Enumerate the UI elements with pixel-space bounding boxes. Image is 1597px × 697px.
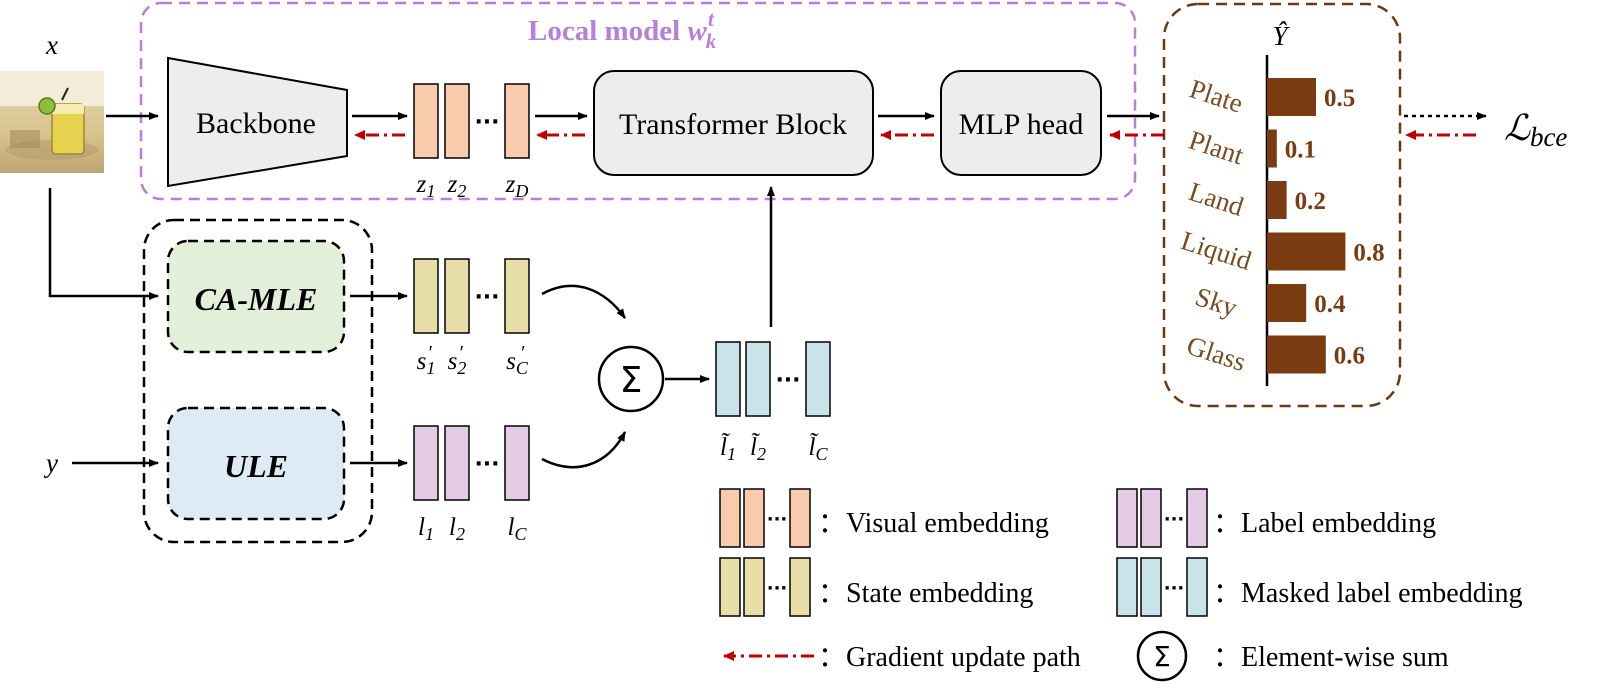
mlp-head — [940, 70, 1102, 176]
output-title: Ŷ — [1272, 21, 1290, 51]
legend-masked-swatch — [1186, 557, 1208, 617]
mlp-label: MLP head — [959, 108, 1084, 141]
lt-token-label: l̃C — [809, 433, 829, 464]
bar-value: 0.5 — [1324, 85, 1355, 112]
output-frame — [1162, 2, 1402, 408]
bar-chart: 0.5 Plate 0.1 Plant 0.2 Land 0.8 Liquid 0.4 Sky 0.… — [1177, 73, 1384, 377]
visual-token — [444, 83, 470, 159]
legend-swatches: ··· ··· ··· ··· — [719, 488, 1208, 617]
label-token — [413, 425, 439, 501]
legend-dots: ··· — [767, 509, 788, 530]
state-token — [504, 258, 530, 334]
bar-glass — [1267, 335, 1326, 374]
legend-state-swatch — [719, 557, 741, 617]
legend-visual: ：Visual embedding — [818, 508, 1049, 539]
legend-visual-swatch — [789, 488, 811, 548]
local-model-frame — [139, 1, 1137, 201]
transformer-block — [593, 70, 874, 176]
legend-dots: ··· — [1164, 509, 1185, 530]
bar-label: Plate — [1186, 73, 1247, 118]
forward-arrows — [48, 112, 1487, 469]
label-token — [504, 425, 530, 501]
masked-label-token — [745, 341, 771, 417]
bar-label: Sky — [1192, 281, 1242, 323]
legend-state-swatch — [743, 557, 765, 617]
bar-label: Land — [1185, 176, 1248, 222]
input-image — [0, 71, 104, 173]
bar-plant — [1267, 129, 1277, 168]
legend-dots: ··· — [1164, 578, 1185, 599]
state-dots: ··· — [474, 285, 499, 310]
legend-state-swatch — [789, 557, 811, 617]
input-y-label: y — [43, 448, 58, 478]
bar-liquid — [1267, 232, 1346, 271]
masked-label-token — [715, 341, 741, 417]
s-token-label: s1′ — [417, 342, 436, 378]
camle-module — [166, 239, 346, 354]
legend-masked-swatch — [1140, 557, 1162, 617]
bar-land — [1267, 181, 1287, 219]
legend-masked: ：Masked label embedding — [1213, 578, 1522, 609]
bar-value: 0.8 — [1353, 240, 1384, 267]
z-token-label: z1 — [416, 171, 436, 201]
bar-value: 0.6 — [1334, 343, 1365, 370]
legend-dots: ··· — [767, 578, 788, 599]
label-dots: ··· — [474, 452, 499, 477]
backbone-module — [167, 56, 348, 188]
ule-module — [166, 406, 346, 521]
lt-token-label: l̃2 — [750, 433, 766, 464]
legend-label-swatch — [1186, 488, 1208, 548]
legend-masked-swatch — [1116, 557, 1138, 617]
label-token — [444, 425, 470, 501]
bar-label: Glass — [1183, 330, 1249, 377]
visual-token — [504, 83, 530, 159]
camle-label: CA-MLE — [195, 281, 318, 317]
visual-dots: ··· — [474, 110, 499, 135]
bar-label: Plant — [1185, 125, 1248, 171]
s-token-label: s2′ — [448, 342, 467, 378]
input-x-label: x — [45, 30, 58, 60]
bar-plate — [1267, 78, 1316, 116]
z-token-label: z2 — [447, 171, 467, 201]
transformer-label: Transformer Block — [619, 108, 847, 141]
legend-visual-swatch — [719, 488, 741, 548]
legend-label-swatch — [1140, 488, 1162, 548]
legend-state: ：State embedding — [818, 578, 1033, 609]
ule-label: ULE — [224, 448, 288, 484]
bar-sky — [1267, 284, 1307, 322]
bar-value: 0.1 — [1285, 137, 1316, 164]
masked-label-dots: ··· — [775, 368, 800, 393]
legend-sum-icon — [1136, 630, 1188, 682]
encoder-group-frame — [142, 218, 374, 544]
backbone-label: Backbone — [196, 107, 316, 140]
loss-label: ℒbce — [1504, 108, 1567, 152]
legend-gradient: ：Gradient update path — [818, 642, 1081, 673]
legend-label-swatch — [1116, 488, 1138, 548]
lt-token-label: l̃1 — [720, 433, 736, 464]
legend-sum: ：Element-wise sum — [1213, 642, 1449, 673]
l-token-label: l1 — [418, 514, 434, 544]
l-token-label: lC — [508, 514, 528, 544]
visual-token — [413, 83, 439, 159]
token-stacks: z1 z2 zD ··· s1′ s2′ sC′ ··· l1 l2 lC ··· l̃1 l̃2 l̃C ·… — [413, 83, 831, 544]
state-token — [444, 258, 470, 334]
sum-symbol: Σ — [620, 360, 643, 401]
bar-label: Liquid — [1177, 225, 1255, 276]
l-token-label: l2 — [449, 514, 465, 544]
legend-label: ：Label embedding — [1213, 508, 1436, 539]
legend-visual-swatch — [743, 488, 765, 548]
bar-value: 0.2 — [1295, 188, 1326, 215]
s-token-label: sC′ — [506, 342, 529, 378]
masked-label-token — [805, 341, 831, 417]
z-token-label: zD — [505, 171, 529, 201]
state-token — [413, 258, 439, 334]
bar-value: 0.4 — [1314, 291, 1346, 318]
sum-node — [597, 345, 665, 413]
legend-sum-symbol: Σ — [1153, 640, 1171, 673]
